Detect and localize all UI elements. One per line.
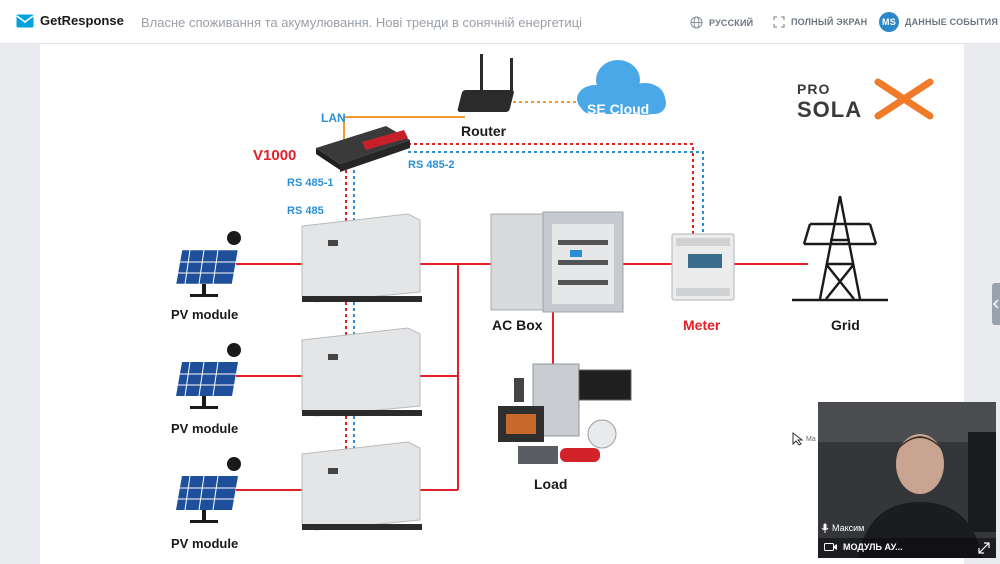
webcam-video[interactable]: Максим МОДУЛЬ АУ... [818,402,996,558]
page-title: Власне споживання та акумулювання. Нові … [141,15,582,30]
participant-name-row: Максим [821,523,864,533]
globe-icon [690,16,703,29]
logo-pro-text: PRO [797,81,831,97]
chevron-left-icon [992,299,999,309]
grid-tower-icon [792,195,888,302]
meter-icon [671,233,735,301]
cloud-icon [577,60,666,115]
rs485-blue-dotted [408,151,704,234]
system-diagram [175,54,934,531]
webcam-scene [818,402,996,558]
se-cloud-label: SE Cloud [587,101,650,117]
rs485-2-label: RS 485-2 [408,159,455,171]
inverter-icon-3 [301,441,422,531]
participant-name: Максим [832,523,865,533]
pv-panel-icon-3 [176,457,241,523]
side-panel-handle[interactable] [992,283,1000,325]
cursor-label: Ma [806,435,816,443]
router-label: Router [461,123,507,139]
fullscreen-icon [773,16,785,28]
grid-label: Grid [831,317,860,333]
avatar: MS [879,12,899,32]
microphone-icon [821,523,829,533]
top-bar: GetResponse Власне споживання та акумулю… [0,0,1000,44]
language-button[interactable]: РУССКИЙ [690,16,753,29]
pv-panel-icon-2 [176,343,241,409]
camera-icon [824,543,837,551]
fullscreen-button[interactable]: ПОЛНЫЙ ЭКРАН [773,16,867,28]
pv-module-label-3: PV module [171,536,239,551]
expand-icon[interactable] [978,542,990,554]
cursor: Ma [792,432,816,446]
pv-power-lines [236,263,303,491]
inverter-icon-1 [301,213,422,303]
video-bottom-bar [818,538,996,558]
pv-panel-icon-1 [175,231,241,297]
datalogger-icon [316,126,410,172]
inverter-icon-2 [301,327,422,417]
inverter-power-lines [420,263,491,491]
logo-sola-text: SOLA [797,97,863,122]
lan-label: LAN [321,111,346,125]
meter-label: Meter [683,317,721,333]
pv-module-label-1: PV module [171,307,239,322]
rs485-1-label: RS 485-1 [287,177,334,189]
rs485-label: RS 485 [287,205,324,217]
brand[interactable]: GetResponse [16,13,124,28]
event-data-button[interactable]: MS ДАННЫЕ СОБЫТИЯ [879,12,998,32]
presentation-slide: PRO SOLA LAN Router SE Cloud V1000 RS 48… [40,44,964,564]
fullscreen-label: ПОЛНЫЙ ЭКРАН [791,17,868,27]
brand-name: GetResponse [40,13,124,28]
load-label: Load [534,476,568,492]
router-icon [457,54,514,112]
rs485-red-dotted [408,143,694,234]
load-appliances-icon [498,363,632,464]
ac-box-label: AC Box [492,317,543,333]
module-row[interactable]: МОДУЛЬ АУ... [824,542,903,552]
envelope-icon [16,14,34,27]
cursor-arrow-icon [792,432,804,446]
v1000-label: V1000 [253,147,297,164]
pv-module-label-2: PV module [171,421,239,436]
ac-box-icon [490,211,624,313]
prosolax-logo [874,78,934,120]
module-label: МОДУЛЬ АУ... [843,542,903,552]
language-label: РУССКИЙ [709,17,754,28]
event-data-label: ДАННЫЕ СОБЫТИЯ [905,17,999,27]
